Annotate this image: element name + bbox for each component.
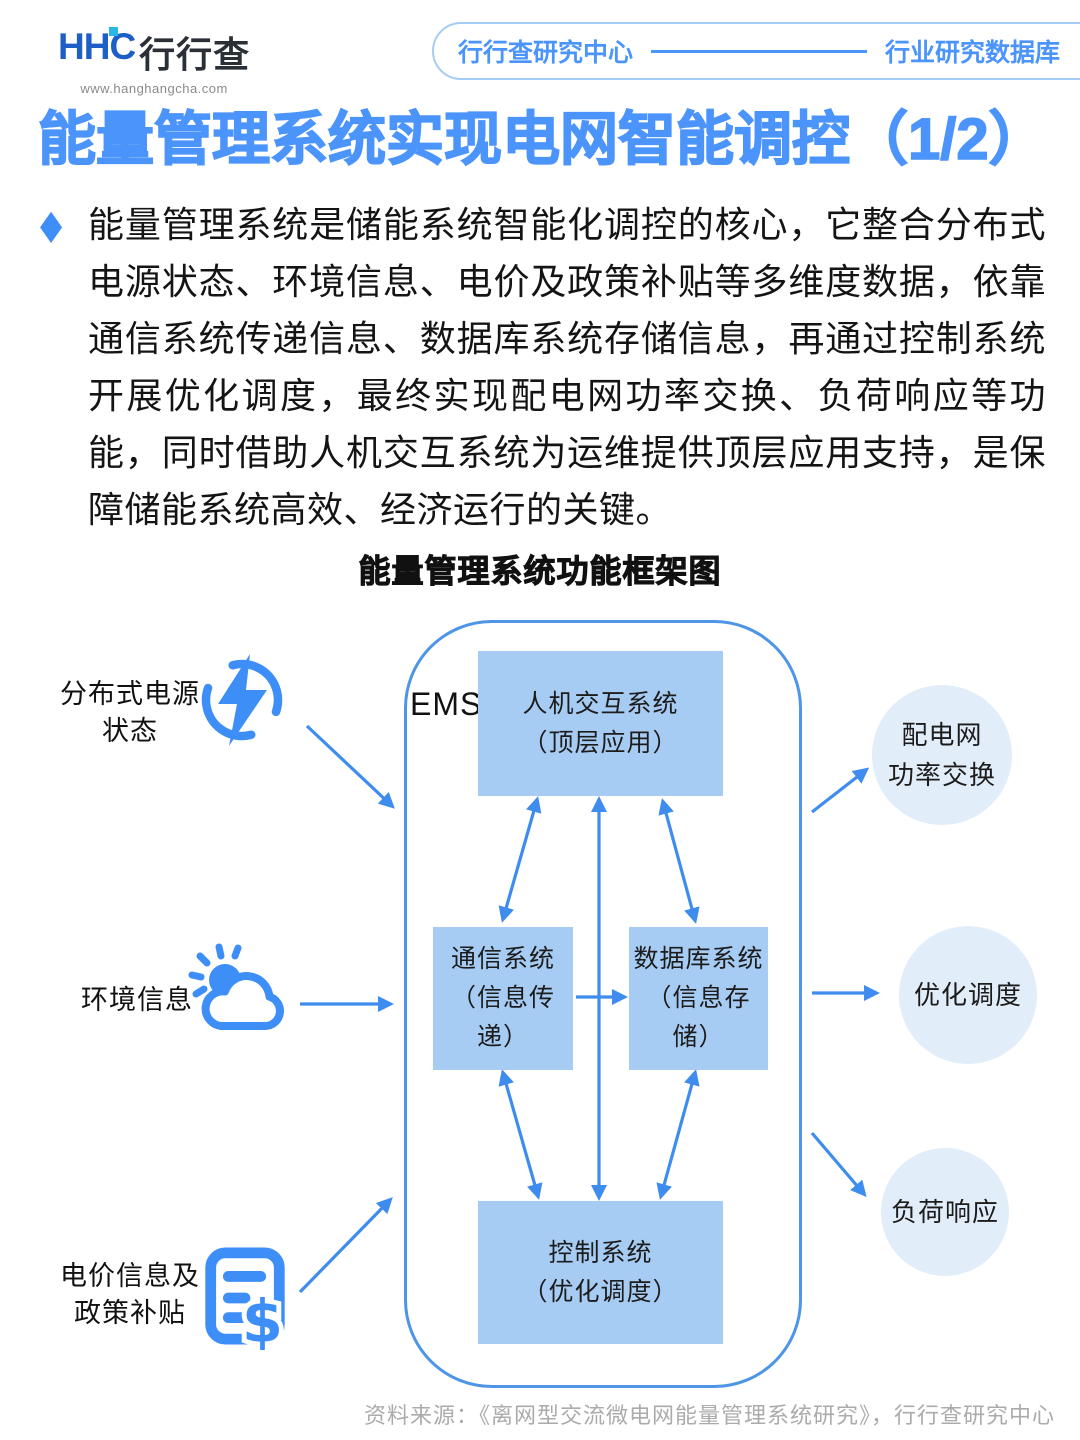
logo-url: www.hanghangcha.com — [80, 81, 228, 96]
input-price-line2: 政策补贴 — [74, 1298, 186, 1328]
node-db-line2: （信息存储） — [646, 984, 751, 1051]
arrow-output-grid-exchange — [811, 767, 870, 814]
logo-hhc-text: HHC — [58, 26, 136, 67]
svg-text:$: $ — [242, 1287, 283, 1350]
hhc-logo: HHC 行行查 www.hanghangcha.com — [58, 26, 250, 96]
input-power-line2: 状态 — [102, 716, 158, 746]
summary-text: 能量管理系统是储能系统智能化调控的核心，它整合分布式电源状态、环境信息、电价及政… — [88, 204, 1046, 530]
summary-paragraph: ◆ 能量管理系统是储能系统智能化调控的核心，它整合分布式电源状态、环境信息、电价… — [40, 196, 1050, 538]
arrow-input-price — [298, 1197, 393, 1294]
input-env-line1: 环境信息 — [81, 985, 193, 1015]
node-hmi-line1: 人机交互系统 — [522, 689, 679, 718]
pill-left-label: 行行查研究中心 — [458, 39, 634, 67]
page-title: 能量管理系统实现电网智能调控（1/2） — [37, 106, 1047, 173]
input-power-line1: 分布式电源 — [60, 679, 200, 709]
lightning-icon — [196, 652, 288, 753]
source-note: 资料来源：《离网型交流微电网能量管理系统研究》，行行查研究中心 — [363, 1403, 1055, 1428]
node-db-line1: 数据库系统 — [633, 945, 764, 973]
node-control-system: 控制系统 （优化调度） — [478, 1201, 723, 1344]
pill-divider-line — [651, 49, 867, 53]
input-environment-label: 环境信息 — [72, 982, 202, 1019]
ems-frame — [404, 620, 802, 1388]
node-control-line2: （优化调度） — [522, 1277, 679, 1306]
output-grid-line2: 功率交换 — [887, 760, 996, 790]
output-grid-power-exchange: 配电网 功率交换 — [872, 685, 1012, 825]
header-pill: 行行查研究中心 行业研究数据库 — [432, 22, 1080, 80]
output-load-line1: 负荷响应 — [890, 1197, 999, 1227]
pill-right-label: 行业研究数据库 — [884, 39, 1060, 67]
output-grid-line1: 配电网 — [901, 720, 983, 750]
arrow-output-load-response — [810, 1131, 867, 1198]
ems-label: EMS — [410, 686, 483, 722]
diagram-title: 能量管理系统功能框架图 — [358, 553, 722, 590]
node-control-line1: 控制系统 — [548, 1238, 653, 1267]
diamond-bullet-icon: ◆ — [40, 202, 63, 247]
output-dispatch-line1: 优化调度 — [913, 980, 1022, 1010]
input-price-policy-label: 电价信息及 政策补贴 — [55, 1258, 205, 1332]
node-hmi-line2: （顶层应用） — [522, 728, 679, 757]
node-comm-line2: （信息传递） — [450, 984, 555, 1051]
output-load-response: 负荷响应 — [881, 1148, 1009, 1276]
input-price-line1: 电价信息及 — [60, 1261, 200, 1291]
node-comm-line1: 通信系统 — [450, 945, 555, 973]
price-document-icon: $ — [196, 1246, 294, 1361]
logo-dot-icon — [109, 27, 118, 36]
logo-brand-text: 行行查 — [139, 34, 251, 75]
node-communication-system: 通信系统 （信息传递） — [433, 927, 573, 1070]
node-hmi-system: 人机交互系统 （顶层应用） — [478, 651, 723, 796]
arrow-input-distributed-power — [305, 724, 395, 809]
node-database-system: 数据库系统 （信息存储） — [629, 927, 768, 1070]
input-distributed-power-label: 分布式电源 状态 — [55, 676, 205, 750]
sun-cloud-icon — [188, 942, 292, 1043]
output-optimal-dispatch: 优化调度 — [899, 926, 1037, 1064]
